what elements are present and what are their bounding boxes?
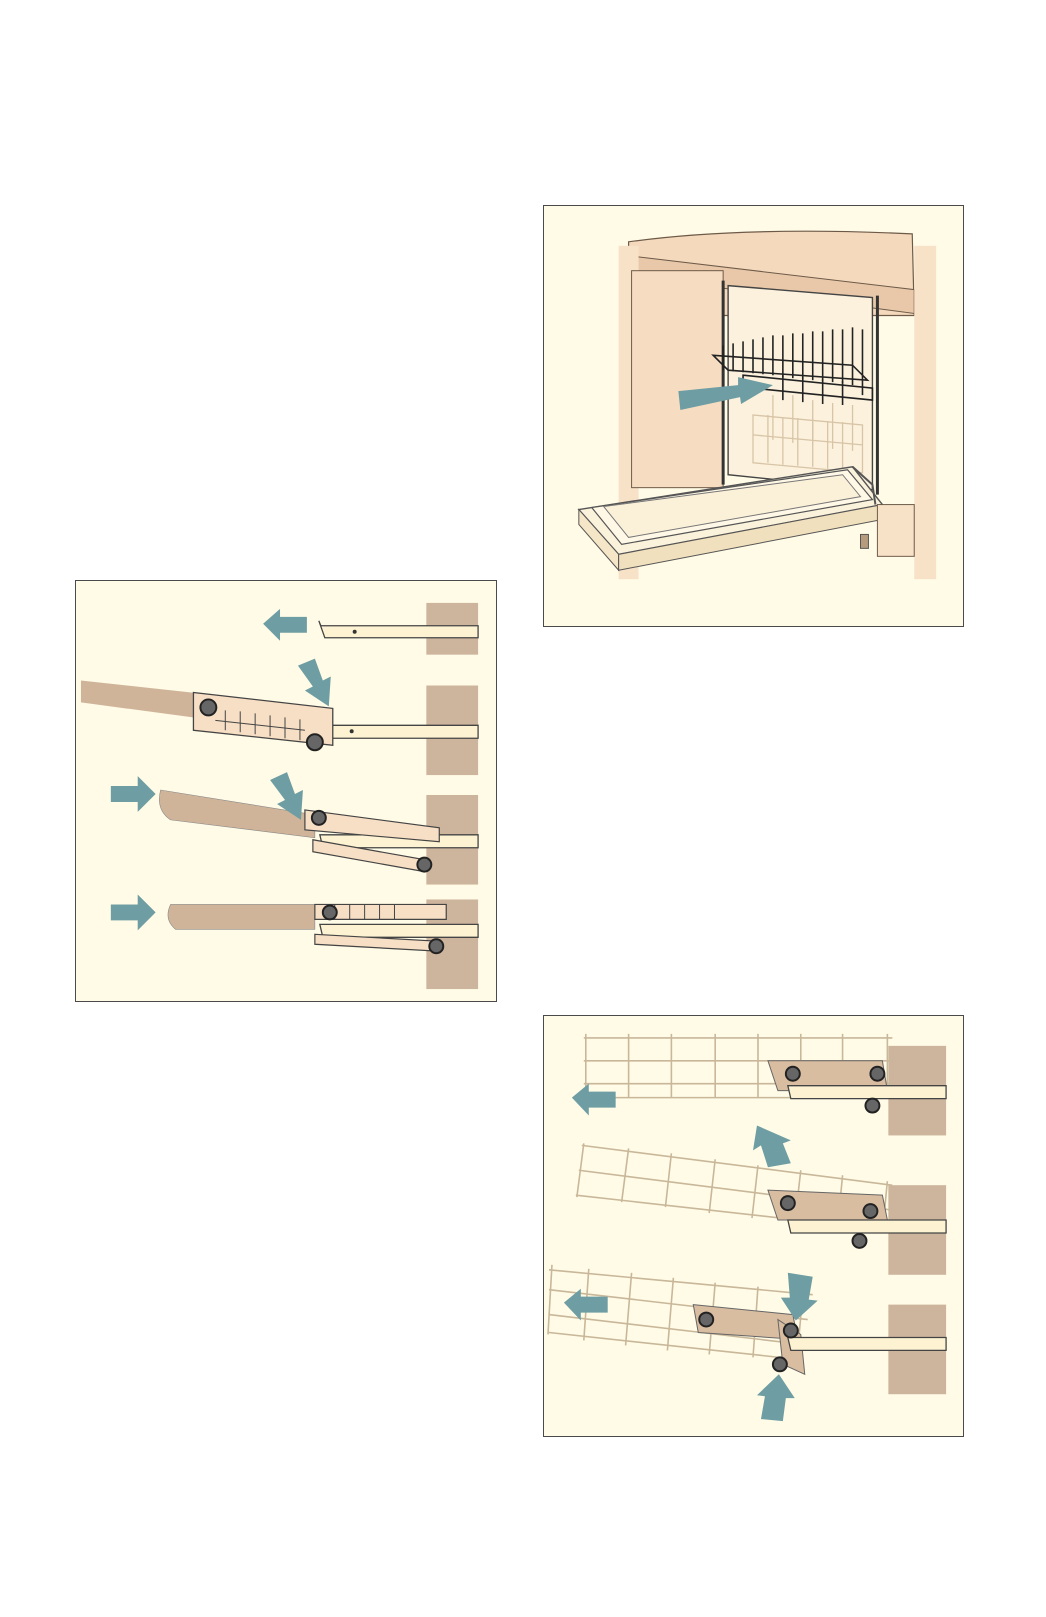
wheel [307, 734, 323, 750]
rail [788, 1220, 946, 1233]
arrow-up-icon [757, 1374, 795, 1421]
arrow-up-icon [753, 1125, 791, 1167]
wheel [784, 1324, 798, 1338]
base-right [877, 505, 914, 557]
wheel [323, 905, 337, 919]
wheel [417, 858, 431, 872]
wheel [786, 1067, 800, 1081]
wheel [863, 1204, 877, 1218]
arrow-down-icon [781, 1273, 818, 1321]
wheel [853, 1234, 867, 1248]
arrow-down-icon [298, 659, 331, 707]
arrow-left-icon [572, 1084, 616, 1116]
cabinet-right [914, 246, 936, 579]
dishwasher-illustration [544, 206, 963, 626]
wheel [781, 1196, 795, 1210]
wheel [429, 939, 443, 953]
rail [788, 1337, 946, 1350]
rail [788, 1086, 946, 1099]
wheel [773, 1357, 787, 1371]
arrow-right-icon [111, 776, 156, 812]
wheel [870, 1067, 884, 1081]
rack-removal-illustration [544, 1016, 963, 1436]
wheel [865, 1099, 879, 1113]
figure-rack-removal-steps [543, 1015, 964, 1437]
arrow-right-icon [111, 895, 156, 931]
wheel [200, 699, 216, 715]
arrow-left-icon [263, 609, 307, 641]
rack-arm [81, 681, 200, 719]
wheel [312, 811, 326, 825]
figure-rail-insert-steps [75, 580, 497, 1002]
rack-arm [168, 904, 315, 929]
rail-steps-illustration [76, 581, 496, 1001]
foot [860, 534, 868, 548]
figure-remove-upper-rack [543, 205, 964, 627]
cabinet-front-left [632, 271, 724, 488]
wheel [699, 1313, 713, 1327]
